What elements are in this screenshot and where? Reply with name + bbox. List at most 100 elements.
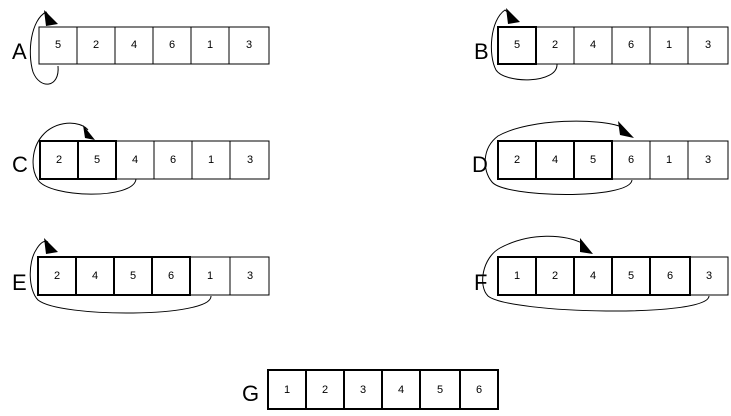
array-cell (573, 26, 613, 65)
cell-value: 6 (169, 39, 175, 51)
array-cell (229, 140, 270, 180)
cell-value: 1 (514, 270, 520, 282)
array-cell (687, 26, 729, 65)
array-cell (228, 26, 270, 65)
cell-value: 6 (628, 39, 634, 51)
cell-value: 3 (705, 154, 711, 166)
arrowhead (44, 238, 58, 254)
cell-value: 2 (552, 270, 558, 282)
cell-value: 2 (54, 270, 60, 282)
cell-value: 5 (130, 270, 136, 282)
cell-value: 5 (437, 384, 443, 396)
array-cell (229, 256, 270, 296)
panel-label: E (12, 270, 27, 295)
cell-value: 4 (590, 270, 596, 282)
array-cell (191, 140, 231, 180)
array-cell (76, 26, 116, 65)
move-arrow (482, 235, 710, 312)
cell-value: 5 (55, 39, 61, 51)
cell-value: 6 (168, 270, 174, 282)
array-cell (611, 140, 651, 180)
cell-value: 3 (360, 384, 366, 396)
cell-value: 5 (590, 154, 596, 166)
panel-label: B (474, 39, 489, 64)
array-cell (37, 256, 77, 296)
array-cell (611, 26, 651, 65)
cell-value: 2 (552, 39, 558, 51)
move-arrow (490, 9, 558, 81)
cell-value: 4 (92, 270, 98, 282)
array-cell (153, 140, 193, 180)
cell-value: 5 (94, 154, 100, 166)
panel-a: A 5 2 4 6 1 3 (12, 10, 270, 85)
arrowhead (83, 125, 95, 140)
panel-c: C 2 5 4 6 1 3 (12, 122, 270, 195)
panel-d: D 2 4 5 6 1 3 (472, 120, 729, 195)
cell-value: 4 (131, 39, 137, 51)
array-row: 5 2 4 6 1 3 (38, 26, 270, 65)
array-cell (687, 140, 729, 180)
panel-e: E 2 4 5 6 1 3 (12, 238, 270, 314)
cell-value: 6 (170, 154, 176, 166)
move-arrow (32, 122, 137, 195)
array-cell (115, 140, 155, 180)
panel-label: A (12, 39, 27, 64)
arrowhead (506, 8, 520, 24)
array-row: 1 2 4 5 6 3 (497, 256, 729, 296)
cell-value: 1 (207, 39, 213, 51)
cell-value: 2 (93, 39, 99, 51)
cell-value: 5 (514, 39, 520, 51)
cell-value: 4 (132, 154, 138, 166)
cell-value: 5 (628, 270, 634, 282)
sorted-region (497, 256, 691, 296)
panel-label: G (242, 381, 259, 406)
arrowhead (44, 10, 58, 26)
panel-label: C (12, 152, 28, 177)
cell-value: 1 (284, 384, 290, 396)
cell-value: 1 (208, 154, 214, 166)
cell-value: 4 (590, 39, 596, 51)
move-arrow (29, 11, 59, 85)
array-cell (381, 369, 421, 410)
move-arrow (29, 240, 212, 314)
cell-value: 6 (667, 270, 673, 282)
cell-value: 3 (705, 39, 711, 51)
cell-value: 6 (476, 384, 482, 396)
cell-value: 1 (207, 270, 213, 282)
panel-b: B 5 2 4 6 1 3 (474, 8, 729, 81)
array-cell (459, 369, 499, 410)
array-row: 2 5 4 6 1 3 (39, 140, 270, 180)
array-cell (38, 26, 78, 65)
cell-value: 6 (628, 154, 634, 166)
array-row: 2 4 5 6 1 3 (497, 140, 729, 180)
arrowhead (580, 238, 593, 254)
panel-f: F 1 2 4 5 6 3 (474, 235, 729, 312)
cell-value: 3 (706, 270, 712, 282)
panel-label: F (474, 270, 487, 295)
array-row: 5 2 4 6 1 3 (497, 26, 729, 65)
array-cell (190, 26, 230, 65)
cell-value: 2 (56, 154, 62, 166)
array-cell (649, 26, 689, 65)
array-cell (114, 26, 154, 65)
cell-value: 3 (247, 270, 253, 282)
cell-value: 4 (552, 154, 558, 166)
arrowhead (618, 121, 634, 138)
sorted-region (497, 26, 537, 65)
move-arrow (484, 120, 633, 195)
cell-value: 3 (247, 154, 253, 166)
array-row: 2 4 5 6 1 3 (37, 256, 270, 296)
array-cell (343, 369, 383, 410)
cell-value: 4 (398, 384, 404, 396)
cell-value: 1 (666, 154, 672, 166)
cell-value: 3 (246, 39, 252, 51)
array-cell (113, 256, 153, 296)
panel-g: G 1 2 3 4 5 6 (242, 369, 499, 410)
sorted-region (497, 140, 613, 180)
cell-value: 2 (322, 384, 328, 396)
array-row: 1 2 3 4 5 6 (267, 369, 499, 410)
array-cell (75, 256, 115, 296)
cell-value: 1 (666, 39, 672, 51)
cell-value: 2 (514, 154, 520, 166)
